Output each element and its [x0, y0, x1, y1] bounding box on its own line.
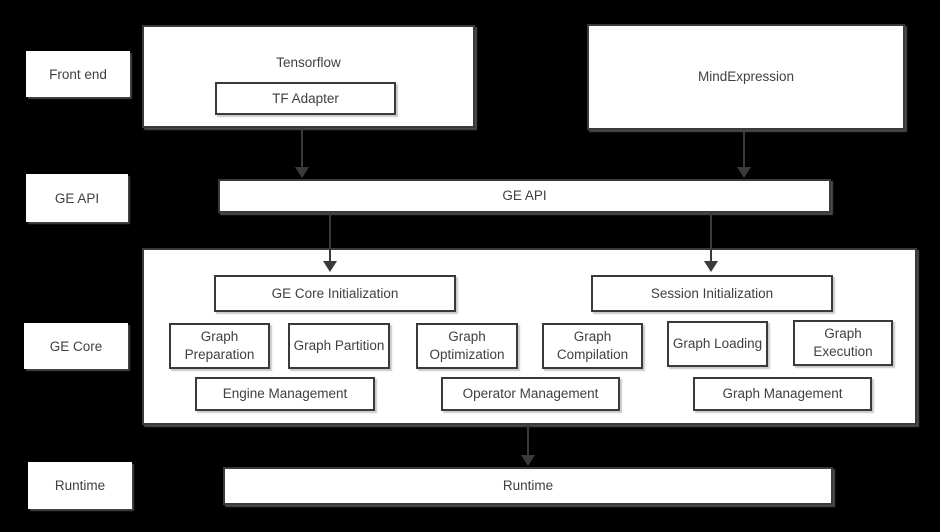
engine-management-box: Engine Management — [195, 377, 375, 411]
arrow-ge-api-to-session-initialization — [704, 213, 718, 272]
tf-adapter-box: TF Adapter — [215, 82, 396, 115]
ge-api-bar: GE API — [218, 179, 831, 213]
tensorflow-label: Tensorflow — [276, 55, 341, 70]
graph-compilation-box: Graph Compilation — [542, 323, 643, 369]
tensorflow-box: Tensorflow TF Adapter — [142, 25, 475, 128]
side-label-ge-api: GE API — [26, 174, 128, 222]
mindexpression-box: MindExpression — [587, 24, 905, 130]
arrow-ge-api-to-ge-core-initialization — [323, 213, 337, 272]
operator-management-box: Operator Management — [441, 377, 620, 411]
ge-core-initialization-box: GE Core Initialization — [214, 275, 456, 312]
side-label-front-end: Front end — [26, 51, 130, 97]
ge-core-box: GE Core Initialization Session Initializ… — [142, 248, 917, 425]
side-label-ge-core: GE Core — [24, 323, 128, 369]
arrow-tf-adapter-to-ge-api — [295, 128, 309, 178]
graph-loading-box: Graph Loading — [667, 321, 768, 367]
runtime-bar: Runtime — [223, 467, 833, 505]
arrow-mindexpression-to-ge-api — [737, 131, 751, 178]
arrow-ge-core-to-runtime — [521, 425, 535, 466]
session-initialization-box: Session Initialization — [591, 275, 833, 312]
graph-preparation-box: Graph Preparation — [169, 323, 270, 369]
graph-execution-box: Graph Execution — [793, 320, 893, 366]
graph-management-box: Graph Management — [693, 377, 872, 411]
side-label-runtime: Runtime — [28, 462, 132, 509]
graph-optimization-box: Graph Optimization — [416, 323, 518, 369]
graph-partition-box: Graph Partition — [288, 323, 390, 369]
